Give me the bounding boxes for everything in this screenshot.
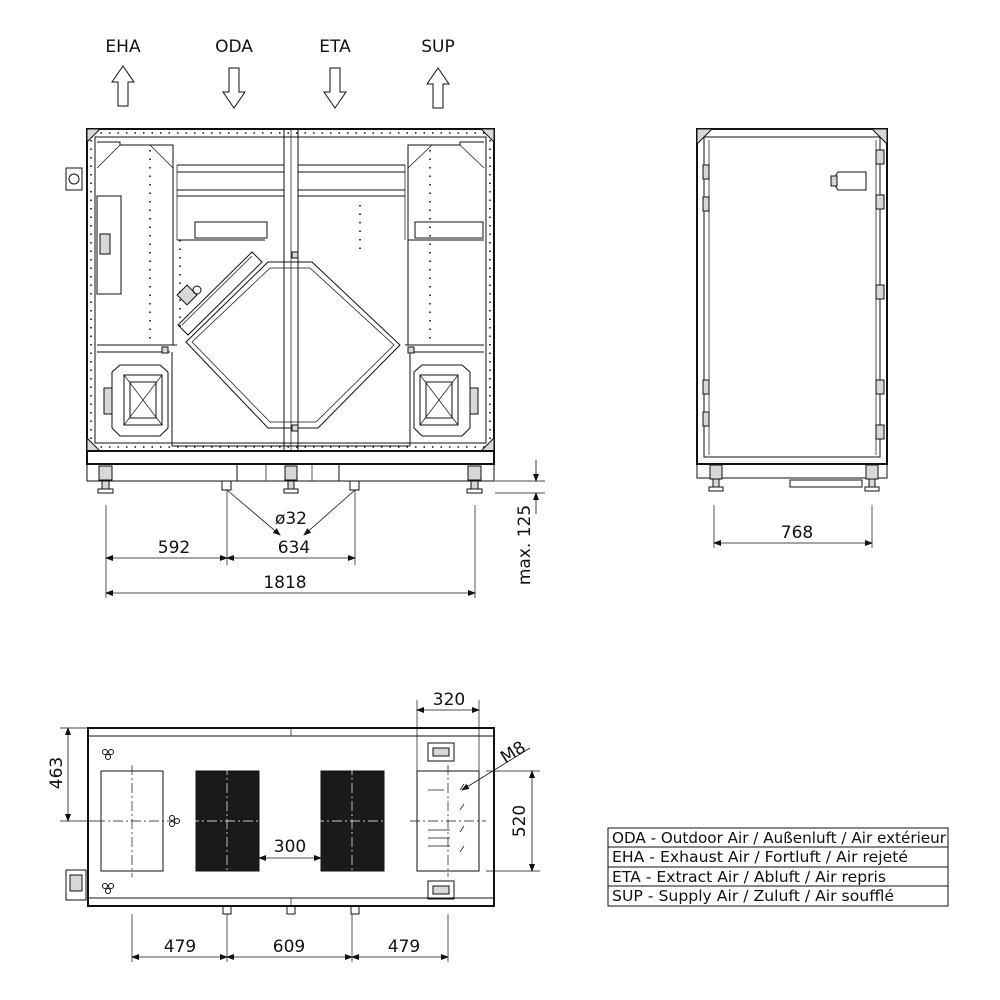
side-switch bbox=[833, 171, 867, 191]
legend-item-eta: ETA - Extract Air / Abluft / Air repris bbox=[612, 868, 886, 886]
lug-icon bbox=[102, 883, 114, 894]
front-view-casing bbox=[86, 128, 495, 452]
airflow-label-sup: SUP bbox=[421, 37, 455, 57]
condensate-drain-right bbox=[349, 480, 360, 491]
side-view-casing bbox=[696, 128, 888, 465]
base-frame bbox=[86, 450, 495, 465]
legend: ODA - Outdoor Air / Außenluft / Air exté… bbox=[607, 827, 949, 907]
front-view bbox=[65, 128, 495, 565]
condensate-drain-left bbox=[221, 480, 232, 491]
arrow-down-icon bbox=[323, 67, 347, 109]
adjustable-feet bbox=[97, 465, 483, 494]
arrow-up-icon bbox=[111, 65, 135, 107]
drain-pipe bbox=[789, 479, 863, 488]
lug-icon bbox=[169, 815, 180, 827]
dim-634: 634 bbox=[278, 538, 310, 558]
dim-300: 300 bbox=[274, 837, 306, 857]
main-switch bbox=[65, 167, 83, 191]
top-view-switch bbox=[65, 869, 87, 901]
top-view bbox=[65, 727, 495, 962]
legend-item-sup: SUP - Supply Air / Zuluft / Air soufflé bbox=[612, 887, 894, 905]
control-box bbox=[96, 195, 122, 295]
dim-520: 520 bbox=[510, 805, 530, 837]
legend-item-oda: ODA - Outdoor Air / Außenluft / Air exté… bbox=[612, 829, 947, 847]
legend-item-eha: EHA - Exhaust Air / Fortluft / Air rejet… bbox=[612, 848, 908, 866]
fan-left bbox=[103, 364, 169, 437]
lug-icon bbox=[102, 749, 114, 760]
top-view-dimensions: 479 609 479 300 320 M8 520 463 bbox=[47, 690, 540, 960]
arrow-up-icon bbox=[426, 67, 450, 109]
airflow-label-oda: ODA bbox=[215, 37, 253, 57]
airflow-label-eta: ETA bbox=[319, 37, 351, 57]
dim-768: 768 bbox=[781, 523, 813, 543]
airflow-indicators: EHA ODA ETA SUP bbox=[105, 37, 455, 109]
dim-592: 592 bbox=[158, 538, 190, 558]
dim-m8: M8 bbox=[497, 738, 529, 768]
dim-609: 609 bbox=[273, 937, 305, 957]
dim-drain-diameter: ø32 bbox=[275, 509, 307, 529]
dim-479-right: 479 bbox=[388, 937, 420, 957]
front-view-dimensions: ø32 592 634 1818 max. 125 bbox=[105, 460, 545, 598]
heat-exchanger bbox=[185, 261, 401, 429]
airflow-label-eha: EHA bbox=[105, 37, 141, 57]
fan-right bbox=[413, 364, 479, 437]
dim-320: 320 bbox=[433, 690, 465, 710]
dim-max-125: max. 125 bbox=[515, 505, 535, 585]
side-view: 768 bbox=[696, 128, 888, 548]
dim-1818: 1818 bbox=[263, 573, 306, 593]
dim-463: 463 bbox=[47, 757, 67, 789]
arrow-down-icon bbox=[222, 67, 246, 109]
dim-479-left: 479 bbox=[164, 937, 196, 957]
